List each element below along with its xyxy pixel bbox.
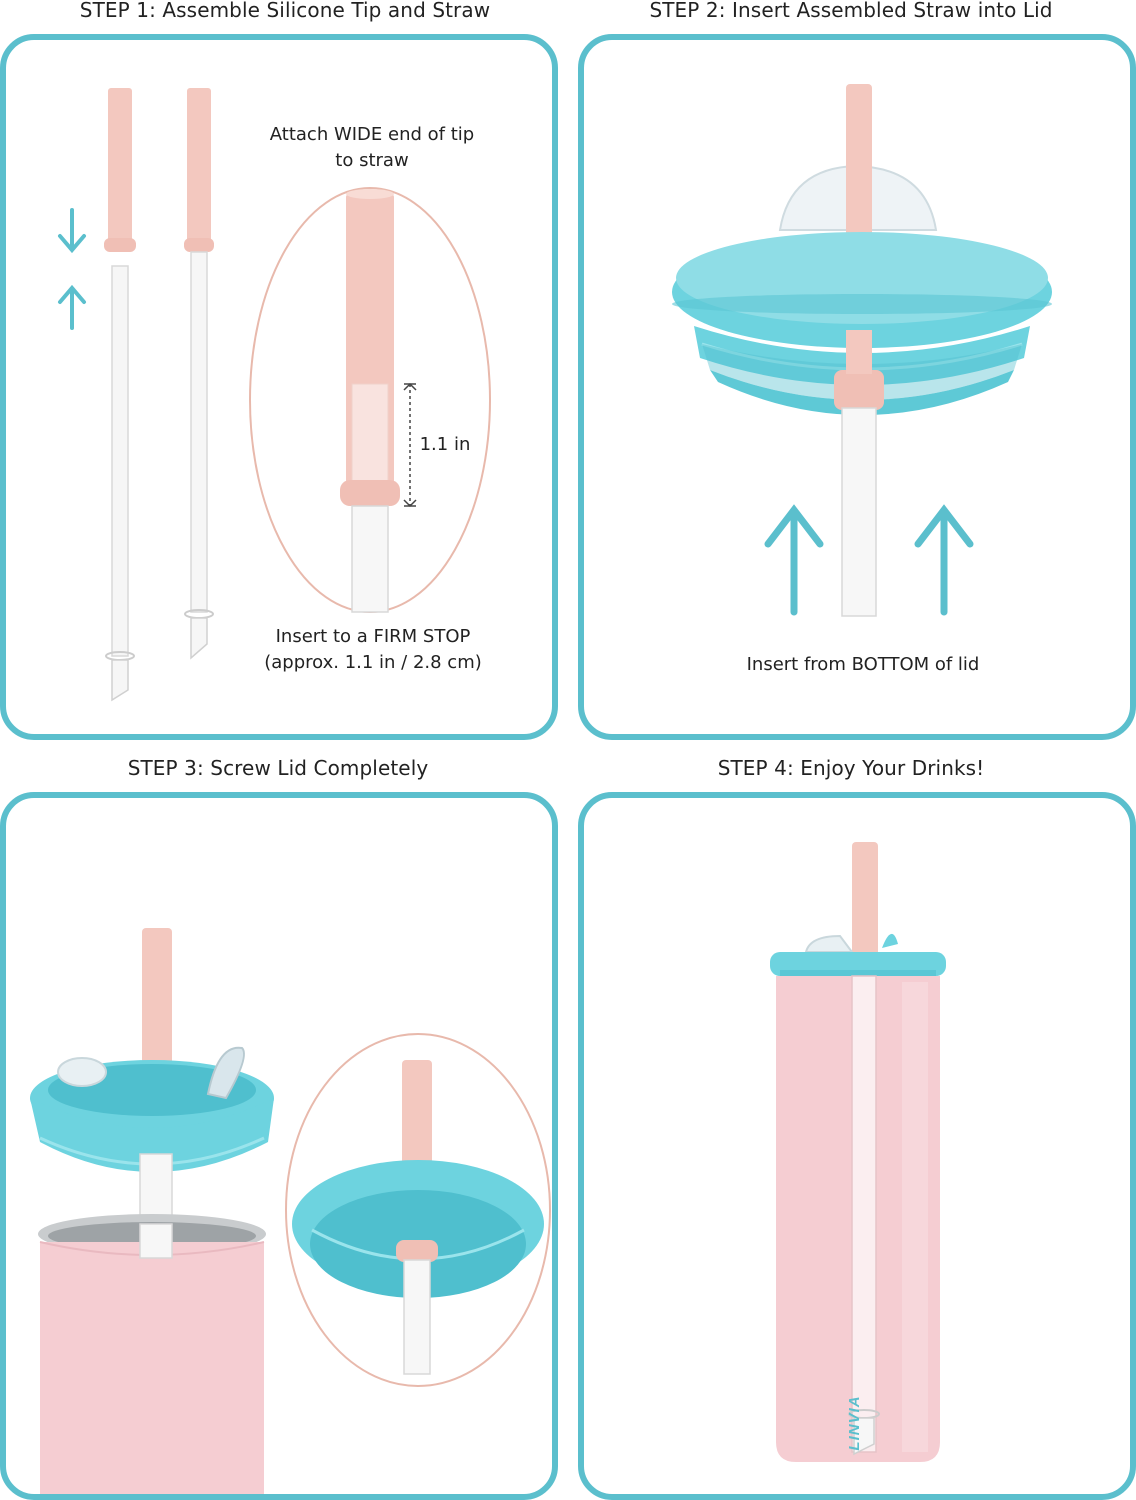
step-1-illustration (58, 88, 491, 702)
step-1-title: STEP 1: Assemble Silicone Tip and Straw (79, 0, 491, 22)
step-2-title: STEP 2: Insert Assembled Straw into Lid (649, 0, 1053, 22)
step-4-panel: LINVIA (578, 792, 1136, 1500)
measurement-label: 1.1 in (419, 434, 471, 455)
step-3-illustration (30, 928, 551, 1494)
straw-assembled (184, 88, 214, 660)
zoom-oval (285, 1033, 551, 1387)
tumbler (776, 975, 940, 1462)
step-3-panel (0, 792, 558, 1500)
firm-stop-instruction-line2: (approx. 1.1 in / 2.8 cm) (264, 652, 482, 673)
attach-instruction-line2: to straw (335, 150, 409, 171)
step-2-panel: Insert from BOTTOM of lid (578, 34, 1136, 740)
measurement-bracket (403, 382, 417, 508)
tumbler (38, 1214, 266, 1494)
step-1-panel: Attach WIDE end of tip to straw 1.1 in I… (0, 34, 558, 740)
lid (770, 952, 946, 976)
step-4-illustration (770, 842, 946, 1462)
arrow-up-icon (764, 504, 824, 616)
firm-stop-instruction-line1: Insert to a FIRM STOP (275, 626, 471, 647)
lid-closeup (292, 1060, 544, 1375)
tip-closeup (340, 189, 400, 613)
arrow-down-icon (58, 208, 86, 254)
straw-separate (105, 265, 135, 702)
step-4-title: STEP 4: Enjoy Your Drinks! (717, 756, 985, 780)
silicone-tip-separate (104, 88, 136, 252)
step-3-title: STEP 3: Screw Lid Completely (127, 756, 429, 780)
lid (672, 232, 1052, 415)
attach-instruction-line1: Attach WIDE end of tip (269, 124, 475, 145)
insert-bottom-instruction: Insert from BOTTOM of lid (746, 654, 980, 675)
arrow-up-icon (914, 504, 974, 616)
brand-logo: LINVIA (846, 1395, 863, 1451)
lid (30, 1046, 274, 1172)
arrow-up-icon (58, 284, 86, 330)
step-2-illustration (672, 84, 1052, 617)
